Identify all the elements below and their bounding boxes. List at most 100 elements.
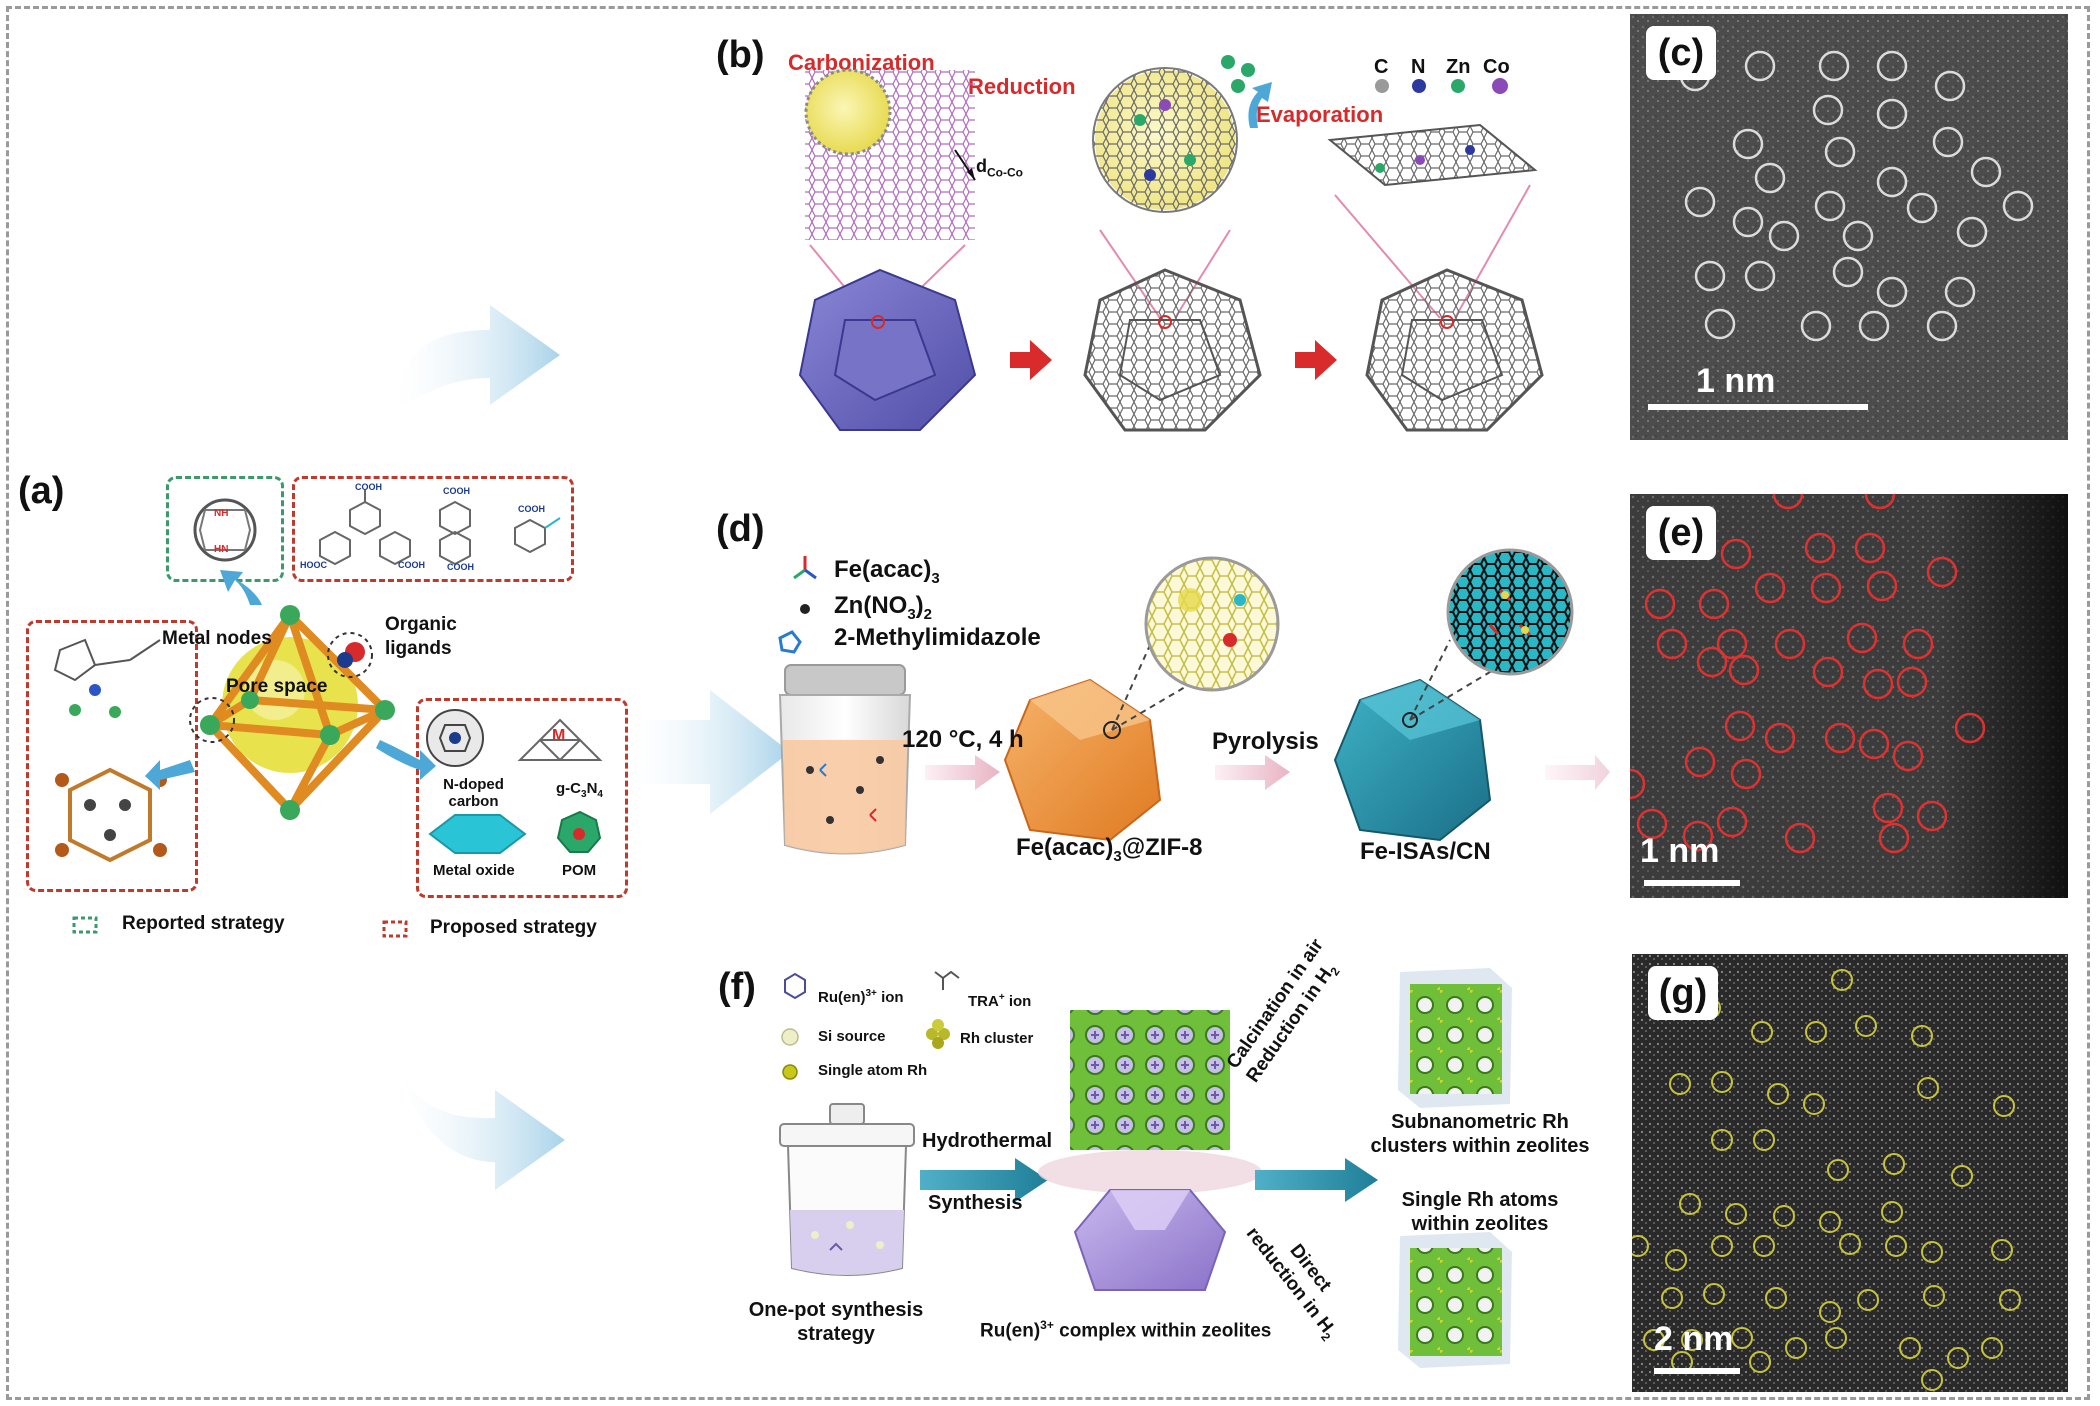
- mof-ring-icon: [68, 767, 152, 863]
- atom-highlight-circle: [1876, 166, 1908, 198]
- panel-d-drawing: [778, 548, 1610, 855]
- rh-cluster-icon: [926, 1019, 950, 1049]
- panel-a-drawing: NH HN COOH COOH COOH HOOC COOH COOH: [53, 482, 603, 938]
- atom-highlight-circle: [1917, 1077, 1939, 1099]
- atom-highlight-circle: [1684, 746, 1716, 778]
- atom-highlight-circle: [1698, 588, 1730, 620]
- atom-highlight-circle: [1731, 1327, 1753, 1349]
- atom-highlight-circle: [1754, 162, 1786, 194]
- hooc-label: HOOC: [300, 560, 328, 570]
- arrow-to-f: [395, 1050, 565, 1190]
- g-c3n4-label: g-C3N4: [556, 780, 603, 800]
- graphene-sheet: [1327, 123, 1538, 187]
- single-atom-rh-label: Single atom Rh: [818, 1062, 928, 1079]
- atom-highlight-circle: [1749, 1351, 1771, 1373]
- atom-highlight-circle: [1732, 206, 1764, 238]
- pink-arrow-2: [1215, 755, 1290, 790]
- legend-zn-label: Zn: [1446, 56, 1471, 78]
- legend-c-label: C: [1374, 56, 1389, 78]
- pom-icon: [556, 810, 602, 853]
- atom-highlight-circle: [1644, 588, 1676, 620]
- si-source-label: Si source: [818, 1028, 886, 1045]
- teal-arrow-2: [1255, 1158, 1378, 1202]
- zif-zoom-bubble: [1144, 556, 1280, 692]
- atom-highlight-circle: [1857, 1289, 1879, 1311]
- atom-highlight-circle: [1661, 1287, 1683, 1309]
- arrow-to-b: [395, 305, 560, 410]
- atom-highlight-circle: [1878, 822, 1910, 854]
- atom-highlight-circle: [1812, 656, 1844, 688]
- atom-highlight-circle: [1926, 556, 1958, 588]
- scale-label-g: 2 nm: [1654, 1320, 1734, 1358]
- metal-node-box: [26, 620, 198, 892]
- legend-co-label: Co: [1483, 56, 1510, 78]
- atom-highlight-circle: [1855, 1015, 1877, 1037]
- micrograph-c: (c) 1 nm: [1630, 14, 2068, 440]
- atom-highlight-circle: [1764, 722, 1796, 754]
- atom-highlight-circle: [1785, 1337, 1807, 1359]
- proposed-strategy-swatch: [382, 920, 408, 938]
- atom-highlight-circle: [1881, 1201, 1903, 1223]
- atom-highlight-circle: [1947, 1347, 1969, 1369]
- atom-highlight-circle: [1944, 276, 1976, 308]
- atom-highlight-circle: [1862, 668, 1894, 700]
- atom-highlight-circle: [1824, 722, 1856, 754]
- micrograph-e: (e) 1 nm: [1630, 494, 2068, 898]
- atom-highlight-circle: [1744, 260, 1776, 292]
- atom-highlight-circle: [1684, 186, 1716, 218]
- single-atom-rh-icon: [782, 1064, 798, 1080]
- carbonized-sphere: [1092, 67, 1238, 213]
- micrograph-e-svg: [1630, 494, 2068, 898]
- atom-highlight-circle: [1681, 1329, 1703, 1351]
- atom-highlight-circle: [1773, 1205, 1795, 1227]
- m-label: M: [552, 727, 565, 744]
- panel-d-letter: (d): [716, 508, 765, 550]
- atom-highlight-circle: [1772, 494, 1804, 510]
- atom-highlight-circle: [1805, 1021, 1827, 1043]
- panel-a-letter: (a): [18, 470, 65, 512]
- metal-nodes-label: Metal nodes: [162, 628, 272, 649]
- reported-strategy-label: Reported strategy: [122, 913, 285, 934]
- atom-highlight-circle: [1665, 1249, 1687, 1271]
- carbon-polyhedron-2: [1365, 268, 1544, 432]
- atom-highlight-circle: [1892, 740, 1924, 772]
- zn-no3-label: Zn(NO3)2: [834, 592, 932, 623]
- teal-arrow-1: [920, 1158, 1048, 1202]
- atom-highlight-circle: [1643, 1329, 1665, 1351]
- atom-highlight-circle: [1993, 1095, 2015, 1117]
- tra-ion-label: TRA+ ion: [968, 992, 1032, 1010]
- reaction-jar: [778, 664, 912, 855]
- atom-highlight-circle: [1876, 50, 1908, 82]
- purple-zif-polyhedron: [798, 268, 977, 431]
- ru-complex-label: Ru(en)3+ complex within zeolites: [980, 1318, 1272, 1342]
- atom-highlight-circle: [1751, 1021, 1773, 1043]
- atom-highlight-circle: [1725, 1203, 1747, 1225]
- panel-f-drawing: [779, 968, 1512, 1368]
- atom-highlight-circle: [2002, 190, 2034, 222]
- atom-highlight-circle: [1832, 256, 1864, 288]
- atom-highlight-circle: [1911, 1025, 1933, 1047]
- atom-highlight-circle: [1854, 532, 1886, 564]
- atom-highlight-circle: [1839, 1233, 1861, 1255]
- cooh-label-1: COOH: [355, 482, 382, 492]
- atom-highlight-circle: [1956, 216, 1988, 248]
- ru-en-ion-label: Ru(en)3+ ion: [818, 988, 904, 1006]
- atom-highlight-circle: [1926, 310, 1958, 342]
- atom-highlight-circle: [1632, 1235, 1649, 1257]
- si-source-icon: [781, 1028, 799, 1046]
- fe-isas-cn-crystal: [1333, 678, 1492, 842]
- atom-highlight-circle: [1858, 728, 1890, 760]
- atom-highlight-circle: [1954, 712, 1986, 744]
- svg-text:NH: NH: [214, 508, 228, 519]
- reported-strategy-swatch: [72, 916, 98, 934]
- ru-en-ion-icon: [784, 972, 806, 1000]
- methylimidazole-icon: [778, 630, 802, 654]
- atom-highlight-circle: [1876, 276, 1908, 308]
- graphene-zoom-bubble: [1446, 548, 1574, 676]
- atom-highlight-circle: [1981, 1337, 2003, 1359]
- atom-highlight-circle: [1951, 1165, 1973, 1187]
- atom-highlight-circle: [1876, 98, 1908, 130]
